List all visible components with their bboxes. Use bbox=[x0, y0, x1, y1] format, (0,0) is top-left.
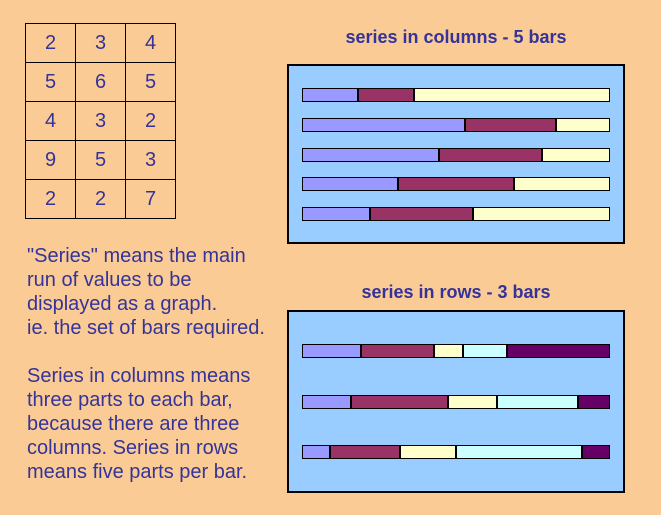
bar-segment bbox=[582, 445, 610, 459]
bar-segment bbox=[496, 394, 578, 409]
table-cell: 2 bbox=[25, 23, 76, 63]
table-cell: 5 bbox=[75, 140, 126, 180]
bar-segment bbox=[360, 344, 434, 358]
stacked-bar bbox=[302, 344, 610, 358]
bar-segment bbox=[398, 177, 514, 192]
note-line: Series in columns means bbox=[27, 365, 251, 387]
bar-segment bbox=[463, 344, 508, 358]
table-cell: 5 bbox=[25, 62, 76, 102]
table-cell: 4 bbox=[25, 101, 76, 141]
bar-segment bbox=[465, 117, 556, 132]
bar-segment bbox=[350, 394, 448, 409]
table-cell: 2 bbox=[125, 101, 176, 141]
note-line: columns. Series in rows bbox=[27, 437, 239, 459]
table-cell: 3 bbox=[125, 140, 176, 180]
bar-segment bbox=[433, 344, 464, 358]
bar-segment bbox=[438, 147, 542, 162]
bar-segment bbox=[507, 344, 610, 358]
bar-segment bbox=[473, 207, 610, 221]
stacked-bar bbox=[302, 207, 610, 221]
note-line: run of values to be bbox=[27, 269, 192, 291]
note-line: three parts to each bar, bbox=[27, 389, 233, 411]
bar-segment bbox=[414, 88, 610, 102]
bar-segment bbox=[513, 177, 610, 192]
bar-segment bbox=[302, 88, 358, 102]
note-line: ie. the set of bars required. bbox=[27, 317, 265, 339]
bar-segment bbox=[302, 177, 399, 192]
table-cell: 6 bbox=[75, 62, 126, 102]
stacked-bar bbox=[302, 394, 610, 409]
bar-segment bbox=[577, 394, 610, 409]
table-cell: 2 bbox=[25, 179, 76, 219]
bar-segment bbox=[302, 445, 330, 459]
chart2-title: series in rows - 3 bars bbox=[361, 282, 551, 302]
bar-segment bbox=[302, 394, 351, 409]
table-cell: 9 bbox=[25, 140, 76, 180]
stacked-bar bbox=[302, 88, 610, 102]
bar-segment bbox=[456, 445, 582, 459]
table-cell: 5 bbox=[125, 62, 176, 102]
note-line: "Series" means the main bbox=[27, 245, 246, 267]
bar-segment bbox=[358, 88, 414, 102]
bar-segment bbox=[302, 344, 361, 358]
note-line: displayed as a graph. bbox=[27, 293, 218, 315]
bar-segment bbox=[302, 207, 371, 221]
bar-segment bbox=[302, 117, 466, 132]
bar-segment bbox=[302, 147, 439, 162]
table-cell: 4 bbox=[125, 23, 176, 63]
bar-segment bbox=[447, 394, 497, 409]
bar-segment bbox=[400, 445, 456, 459]
stacked-bar bbox=[302, 147, 610, 162]
table-cell: 3 bbox=[75, 101, 126, 141]
chart2-plot-area bbox=[287, 310, 625, 493]
note-line: because there are three bbox=[27, 413, 240, 435]
table-cell: 3 bbox=[75, 23, 126, 63]
stacked-bar bbox=[302, 445, 610, 459]
chart1-title: series in columns - 5 bars bbox=[345, 27, 567, 47]
bar-segment bbox=[370, 207, 474, 221]
bar-segment bbox=[541, 147, 610, 162]
bar-segment bbox=[330, 445, 400, 459]
stacked-bar bbox=[302, 117, 610, 132]
note-line: means five parts per bar. bbox=[27, 461, 248, 483]
table-cell: 2 bbox=[75, 179, 126, 219]
bar-segment bbox=[555, 117, 610, 132]
table-cell: 7 bbox=[125, 179, 176, 219]
chart1-plot-area bbox=[287, 64, 625, 244]
stacked-bar bbox=[302, 177, 610, 192]
